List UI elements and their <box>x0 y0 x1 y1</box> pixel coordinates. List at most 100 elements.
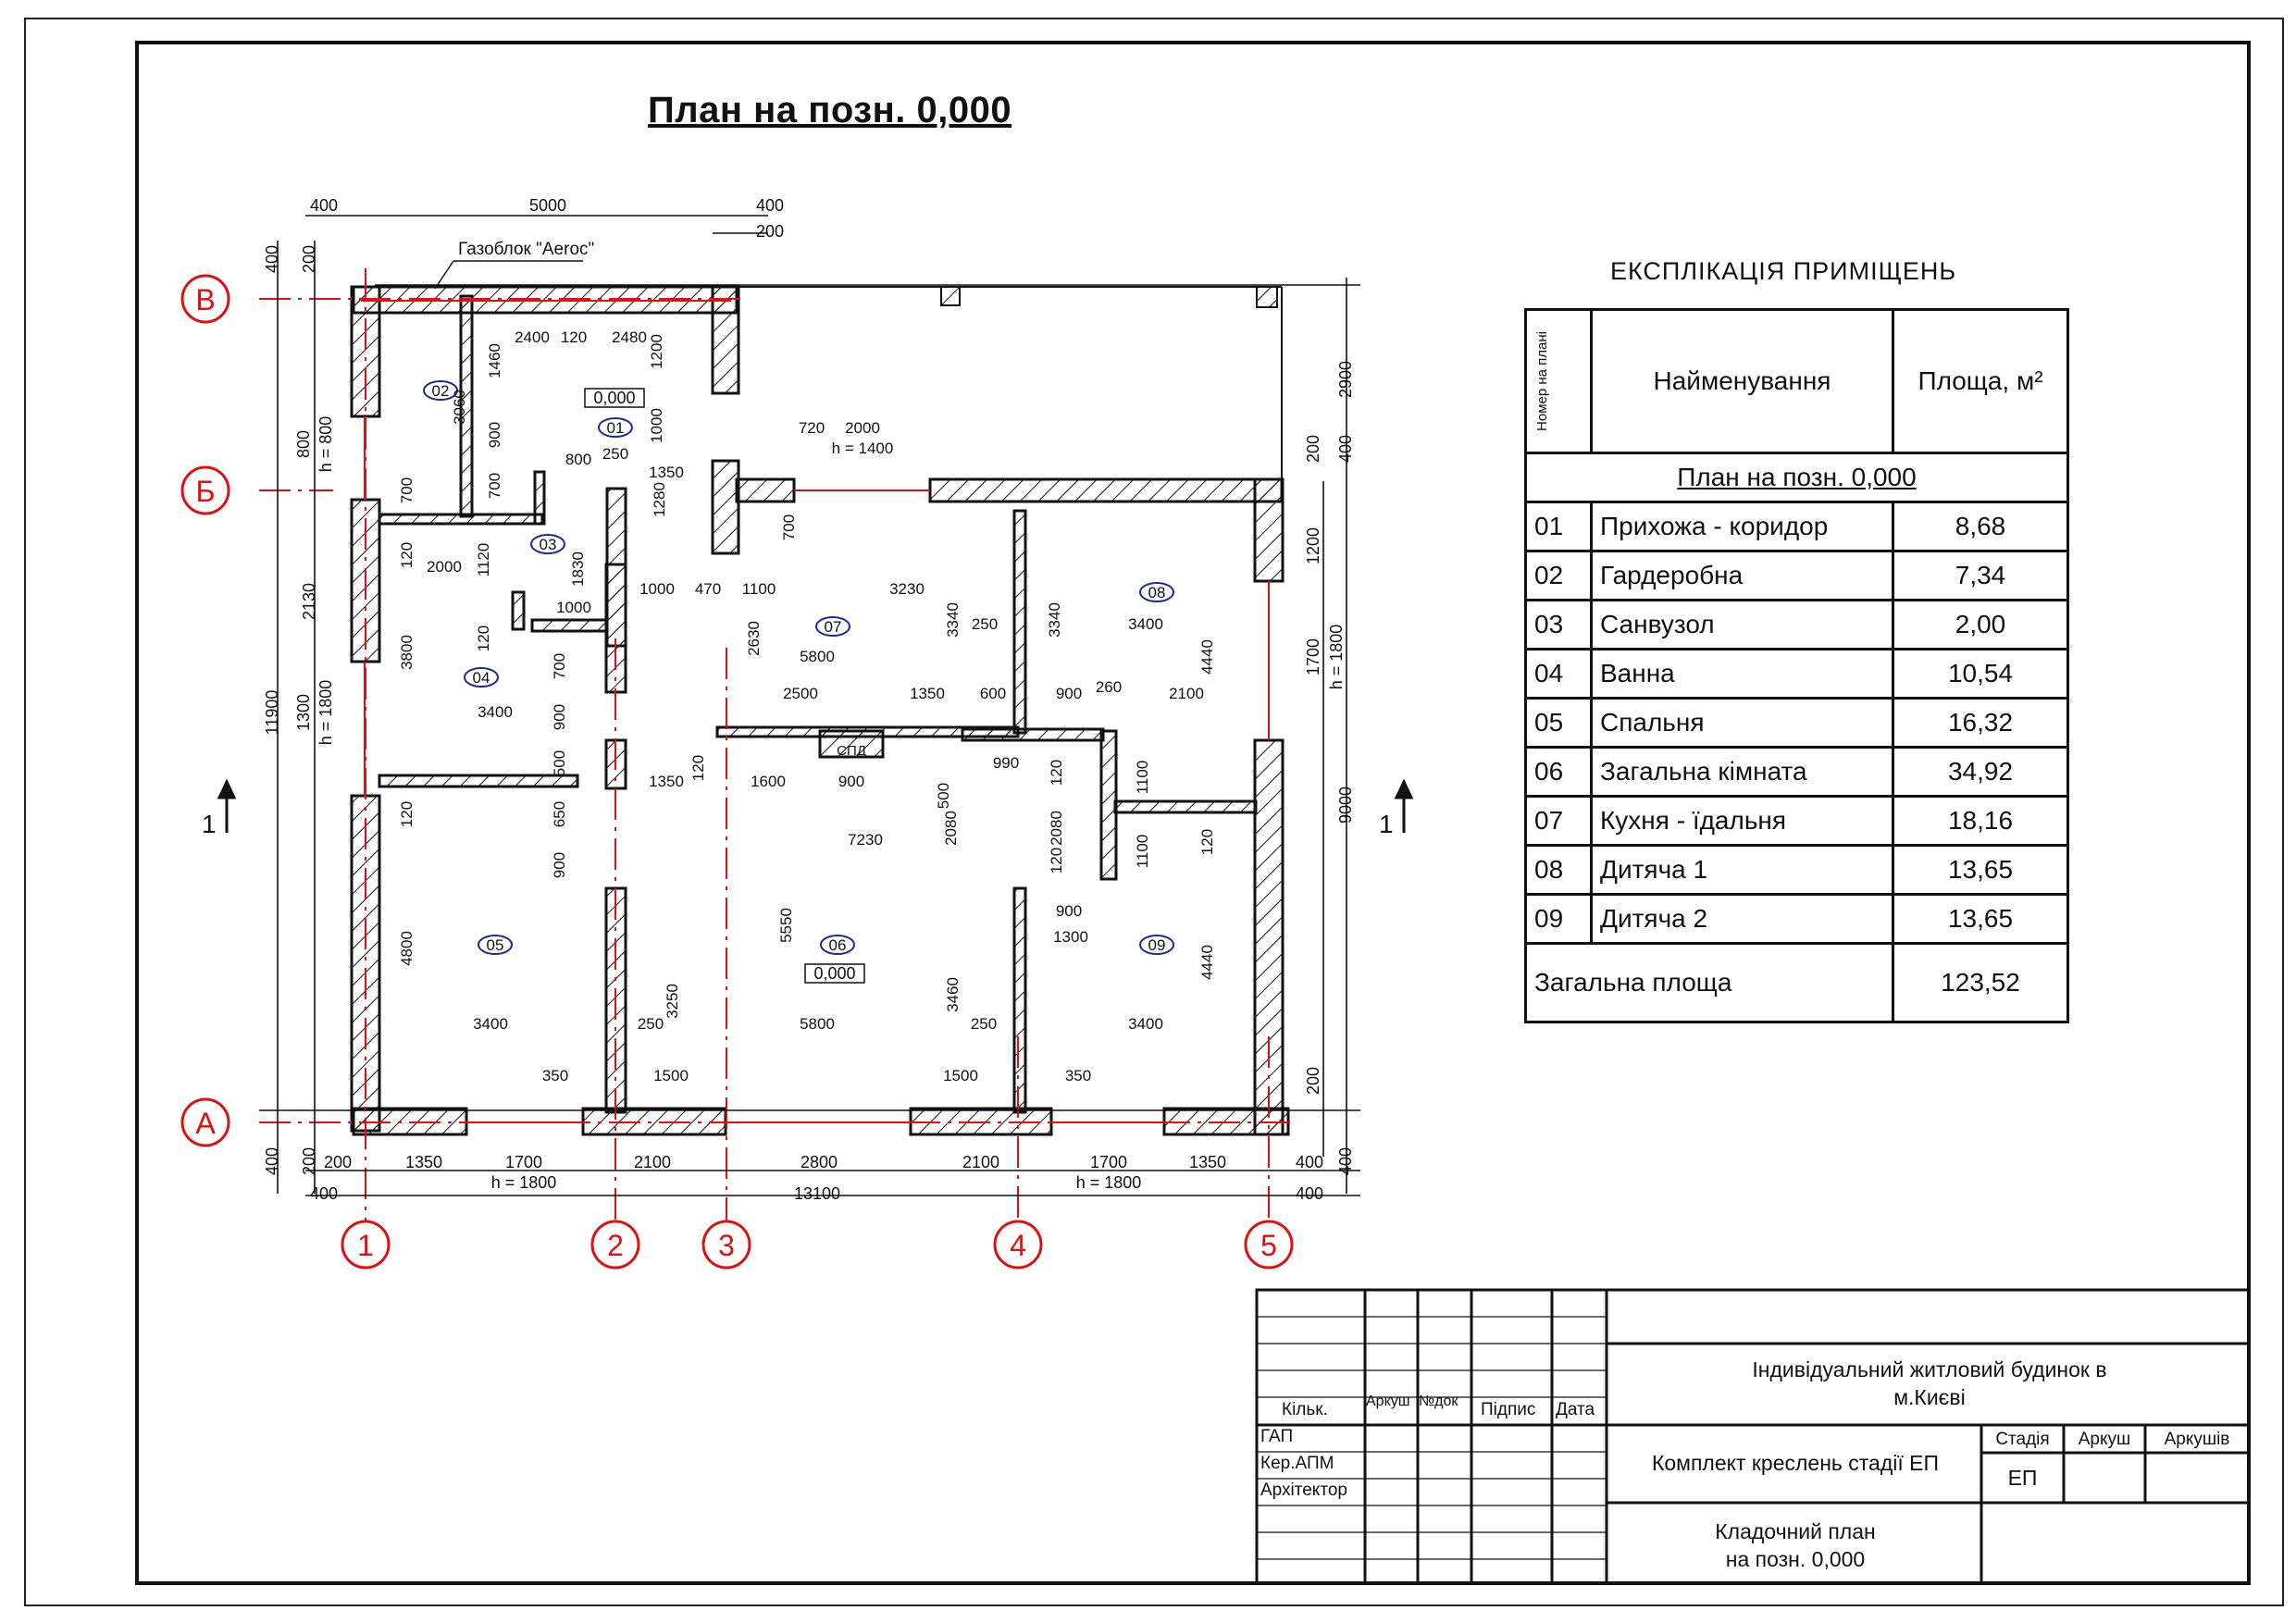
dim: 1000 <box>648 408 665 443</box>
tb-col-date: Дата <box>1556 1400 1595 1419</box>
dim: h = 1800 <box>491 1173 557 1192</box>
dim: 2500 <box>783 685 818 702</box>
dim: 900 <box>838 773 864 790</box>
dim: 1700 <box>1090 1153 1127 1171</box>
inner-frame <box>135 41 2251 1585</box>
dim-lines <box>259 215 1360 1196</box>
dim: 400 <box>310 196 338 215</box>
dim: 1100 <box>1134 761 1151 795</box>
dim: 700 <box>398 477 416 503</box>
dim: 3800 <box>398 635 416 670</box>
dim: 120 <box>398 542 416 568</box>
dim: 5800 <box>800 648 835 665</box>
dim: 2080 <box>942 811 960 846</box>
dim: 900 <box>551 852 568 878</box>
dim: 1600 <box>751 773 786 790</box>
room-tag-05: 05 <box>487 936 504 954</box>
dim: 1300 <box>294 694 313 731</box>
tb-project-name-2: м.Києві <box>1893 1385 1966 1409</box>
dim: 1350 <box>649 773 684 790</box>
dim: 3460 <box>944 977 962 1012</box>
dim: 3060 <box>451 390 468 425</box>
dim: 120 <box>561 328 587 346</box>
axis-label-a: А <box>195 1107 216 1140</box>
room-tag-ellipses <box>423 380 1174 955</box>
explication-table: Номер на плані Найменування Площа, м² Пл… <box>1524 308 2069 1023</box>
dim: 900 <box>1056 902 1082 920</box>
dim: 800 <box>565 451 591 468</box>
grid-axes <box>259 268 1296 1221</box>
section-row: План на позн. 0,000 <box>1524 452 2069 503</box>
title-block-rows <box>1257 1316 1607 1560</box>
col-header-area: Площа, м² <box>1892 308 2069 454</box>
dim: h = 1800 <box>1076 1173 1142 1192</box>
dim: 2630 <box>745 621 763 656</box>
dim: 120 <box>398 801 416 827</box>
level-mark-06: 0,000 <box>813 964 855 983</box>
dim: 400 <box>1296 1153 1323 1171</box>
dim: 470 <box>695 580 721 598</box>
tb-stage-label: Стадія <box>1995 1430 2050 1449</box>
dim: 200 <box>756 222 784 241</box>
axis-label-2: 2 <box>607 1229 624 1262</box>
dim: 7230 <box>848 831 883 849</box>
dim: 3340 <box>944 602 962 638</box>
room-tag-02: 02 <box>432 382 450 400</box>
dim: 1350 <box>910 685 945 702</box>
dim: 1100 <box>1134 835 1151 869</box>
dim: 2400 <box>515 328 550 346</box>
outer-frame <box>24 18 2284 1606</box>
axis-label-v: В <box>195 283 215 316</box>
dim: 900 <box>1056 685 1082 702</box>
dim: 250 <box>602 445 628 463</box>
dim: 700 <box>780 514 798 540</box>
dim: 5000 <box>529 196 566 215</box>
dim: 400 <box>1336 1147 1355 1175</box>
room-tag-08: 08 <box>1148 584 1166 601</box>
dim: 400 <box>756 196 784 215</box>
dim: 400 <box>263 245 281 273</box>
dim: 3400 <box>1128 1015 1163 1033</box>
dim: 13100 <box>794 1184 840 1203</box>
room-tag-06: 06 <box>829 936 847 954</box>
level-mark-01: 0,000 <box>593 389 635 407</box>
room-tag-09: 09 <box>1148 936 1166 954</box>
dim: 120 <box>689 755 707 781</box>
dim: 11900 <box>263 690 281 736</box>
dim: 2080 <box>1048 811 1065 846</box>
tb-set-name: Комплект креслень стадії ЕП <box>1651 1451 1940 1475</box>
dim: 400 <box>1296 1184 1323 1203</box>
axis-label-1: 1 <box>357 1229 374 1262</box>
dim: 2000 <box>845 419 880 437</box>
dim: 1500 <box>653 1067 689 1084</box>
dim: 900 <box>551 704 568 730</box>
tb-drawing-name-1: Кладочний план <box>1715 1519 1876 1543</box>
dim: 1700 <box>1304 638 1322 675</box>
total-label: Загальна площа <box>1524 942 1894 1023</box>
dim: 1350 <box>649 464 684 481</box>
axis-label-b: Б <box>196 475 216 508</box>
dim: 200 <box>1304 435 1322 463</box>
dim: 350 <box>542 1067 568 1084</box>
total-area: 123,52 <box>1892 942 2069 1023</box>
dim: 1300 <box>1053 928 1088 946</box>
title-block-frame <box>1255 1288 2251 1585</box>
dim: 650 <box>551 801 568 827</box>
dim: 2100 <box>962 1153 999 1171</box>
dim: 1100 <box>742 580 776 598</box>
dim: 3400 <box>1128 615 1163 633</box>
dim: 400 <box>310 1184 338 1203</box>
dim: 2100 <box>634 1153 671 1171</box>
dim: 600 <box>980 685 1006 702</box>
dim: 1500 <box>943 1067 978 1084</box>
dim: 900 <box>486 422 503 448</box>
dim: 400 <box>1336 435 1355 463</box>
dim: 3340 <box>1046 602 1063 638</box>
dim: 400 <box>263 1147 281 1175</box>
